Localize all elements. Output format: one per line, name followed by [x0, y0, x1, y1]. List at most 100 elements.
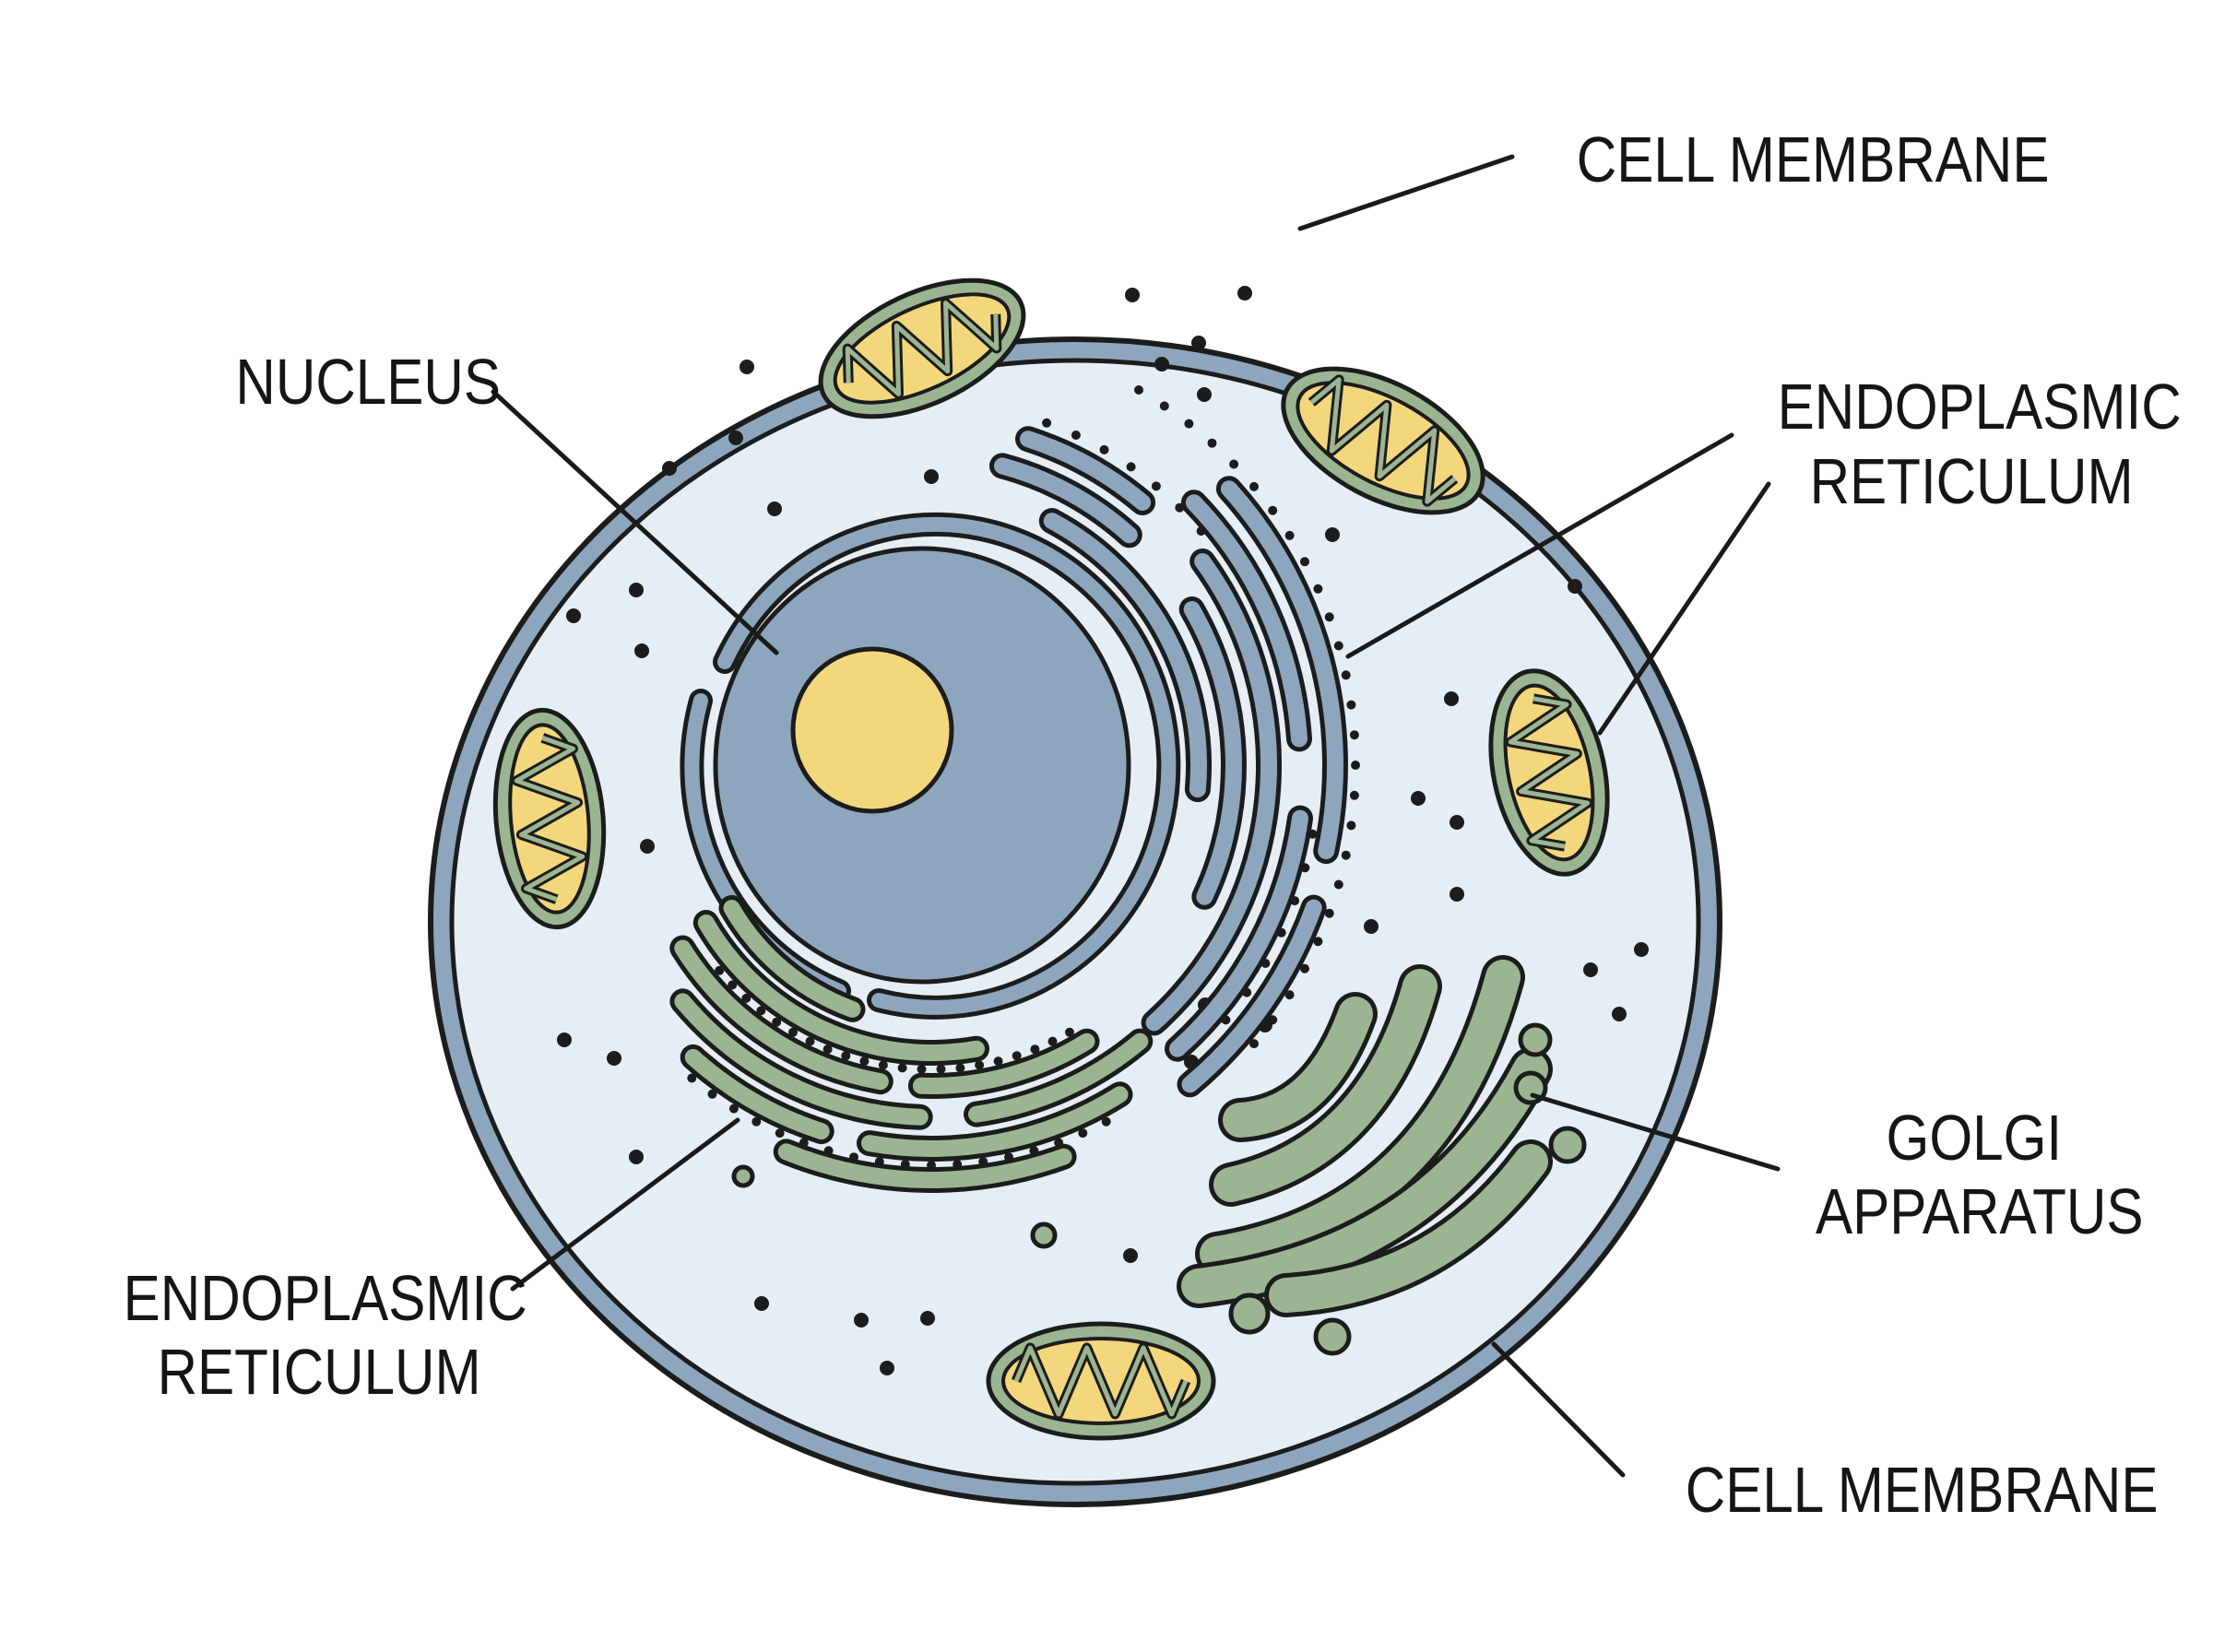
rough-er-cisterna-fill	[1181, 899, 1322, 1093]
rough-er-ribosome	[1042, 418, 1052, 428]
mitochondrion	[986, 1321, 1216, 1441]
ribosome-dot	[924, 469, 939, 484]
rough-er-ribosome	[1099, 444, 1109, 454]
rough-er-ribosome	[1341, 850, 1351, 860]
er-cisterna-fill	[777, 1143, 1072, 1188]
er-ribosome	[741, 993, 751, 1003]
rough-er-cisterna-fill	[1220, 480, 1343, 860]
mitochondrion-cristae-fill	[1508, 696, 1591, 849]
ribosome-dot	[767, 502, 782, 516]
leader-er-right-1	[1345, 432, 1734, 659]
rough-er-ribosome	[1341, 670, 1351, 680]
nucleus	[680, 512, 1181, 1020]
er-ribosome	[874, 1157, 884, 1167]
rough-er-ribosome	[1300, 863, 1310, 873]
golgi-vesicle	[1313, 1317, 1352, 1356]
er-ribosome	[1047, 1036, 1058, 1046]
mitochondrion-cristae-fill	[514, 735, 586, 903]
ribosome-dot	[629, 1150, 644, 1164]
rough-er-cisterna-fill	[994, 457, 1138, 544]
rough-er-ribosome	[1324, 612, 1334, 622]
er-ribosome	[775, 1128, 785, 1139]
golgi-vesicle	[1518, 1022, 1553, 1057]
er-ribosome	[1012, 1051, 1022, 1061]
er-ribosome	[849, 1152, 858, 1162]
er-ribosome	[788, 1027, 798, 1037]
rough-er-ribosome	[1300, 963, 1309, 974]
mitochondrion-cristae-fill	[845, 301, 1000, 396]
er-ribosome	[728, 980, 738, 990]
er-ribosome	[1101, 1116, 1111, 1127]
rough-er-ribosome	[1346, 820, 1356, 831]
er-ribosome	[993, 1056, 1003, 1067]
er-ribosome	[1078, 1128, 1088, 1139]
label-golgi-line2: APPARATUS	[1816, 1175, 2144, 1247]
ribosome-dot	[1197, 387, 1212, 402]
er-vesicle	[731, 1164, 755, 1188]
er-ribosome	[975, 1060, 985, 1070]
leader-er-right-2	[1597, 481, 1771, 736]
ribosome-dot	[1634, 942, 1649, 957]
rough-er-cisterna-fill	[1185, 494, 1308, 748]
label-golgi-line1: GOLGI	[1887, 1102, 2063, 1174]
er-cisterna-fill	[968, 1032, 1149, 1123]
er-ribosome	[772, 1017, 782, 1027]
ribosome-dot	[566, 608, 581, 623]
rough-er-ribosome	[1349, 790, 1359, 800]
ribosome-dot	[557, 1032, 572, 1047]
rough-er-ribosome	[1333, 641, 1343, 651]
rough-er-ribosome	[1284, 530, 1295, 540]
ribosome-dot	[920, 1311, 935, 1326]
ribosome-dot	[1364, 919, 1379, 934]
ribosome-dot	[1411, 791, 1426, 806]
label-cell-membrane-bottom: CELL MEMBRANE	[1686, 1454, 2159, 1526]
leader-cell-membrane-bottom	[1491, 1341, 1626, 1478]
ribosome-dot	[880, 1361, 894, 1375]
rough-er-ribosome	[1284, 990, 1295, 1000]
rough-er-ribosome	[1300, 557, 1309, 567]
mitochondrion-cristae-fill	[1013, 1345, 1189, 1417]
er-ribosome	[707, 1089, 717, 1099]
ribosome-dot	[1450, 887, 1464, 902]
nucleolus	[790, 646, 954, 814]
mitochondrion	[1488, 668, 1610, 877]
rough-er-ribosome	[1313, 584, 1323, 594]
rough-er-ribosome	[1184, 419, 1194, 429]
mitochondria	[492, 277, 1610, 1441]
er-ribosome	[1054, 1138, 1064, 1148]
golgi-cisterna-fill	[1213, 969, 1438, 1202]
golgi-vesicle	[1228, 1292, 1271, 1335]
rough-er-ribosome	[1249, 1039, 1259, 1049]
er-ribosome	[715, 965, 725, 975]
er-ribosome	[936, 1064, 946, 1074]
rough-er-ribosome	[1268, 1015, 1278, 1025]
label-cell-membrane-top: CELL MEMBRANE	[1577, 124, 2050, 195]
rough-er-ribosome	[1151, 481, 1161, 491]
er-cisterna-fill	[861, 1086, 1129, 1157]
ribosome-dot	[740, 360, 754, 374]
rough-er-ribosome	[1260, 959, 1271, 968]
mitochondrion-cristae-fill	[1309, 377, 1457, 504]
rough-er-cisterna-fill	[1020, 431, 1152, 511]
er-ribosome	[1065, 1027, 1074, 1037]
mitochondrion	[1281, 366, 1485, 515]
rough-er-ribosome	[1313, 937, 1323, 947]
golgi-cisterna-fill	[1223, 997, 1373, 1138]
golgi-vesicle	[1548, 1126, 1587, 1164]
er-ribosome	[799, 1138, 809, 1148]
ribosome-dot	[607, 1051, 621, 1066]
ribosome-dot	[1125, 288, 1140, 302]
ribosome-dot	[634, 643, 649, 658]
er-ribosome	[822, 1044, 833, 1055]
er-ribosome	[917, 1064, 927, 1074]
rough-er-ribosome	[1290, 896, 1300, 906]
ribosome-dot	[1583, 962, 1598, 977]
er-ribosome	[978, 1157, 988, 1167]
mitochondrion	[818, 277, 1026, 419]
leader-golgi	[1530, 1092, 1781, 1172]
ribosome-dot	[728, 431, 743, 445]
rough-er-ribosome	[1175, 502, 1185, 513]
golgi-cisterna-fill	[1181, 1052, 1548, 1304]
rough-er-ribosome	[1268, 505, 1278, 515]
rough-er-ribosome	[1333, 879, 1343, 890]
